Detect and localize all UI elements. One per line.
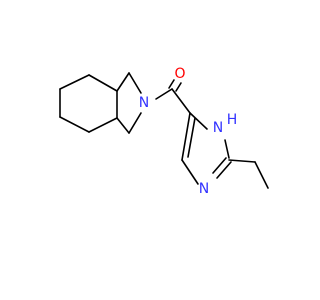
bond bbox=[116, 117, 130, 134]
bond bbox=[59, 116, 90, 133]
bond bbox=[59, 74, 90, 90]
pyrrolidine-ring bbox=[116, 72, 142, 134]
bond bbox=[189, 112, 208, 130]
double-bond bbox=[212, 157, 227, 174]
bond bbox=[181, 159, 199, 185]
ring-nitrogen-label: N bbox=[139, 95, 149, 111]
bond bbox=[254, 161, 269, 189]
bond bbox=[228, 159, 256, 163]
bond bbox=[171, 88, 191, 114]
bond bbox=[116, 72, 130, 92]
double-bond bbox=[175, 82, 182, 92]
chemical-structure-diagram: N O N H N bbox=[59, 66, 269, 197]
double-bond bbox=[168, 79, 175, 89]
bond bbox=[128, 112, 142, 134]
amide-group bbox=[155, 79, 191, 114]
carbonyl-oxygen-label: O bbox=[174, 66, 185, 82]
imidazole-nitrogen-label: N bbox=[199, 181, 209, 197]
double-bond bbox=[187, 117, 196, 158]
bond bbox=[88, 117, 118, 133]
double-bond bbox=[216, 161, 232, 179]
imidazole-hydrogen-label: H bbox=[227, 112, 238, 128]
imidazole-ring bbox=[181, 112, 232, 185]
cyclopentane-ring bbox=[59, 74, 118, 133]
imidazole-nh-nitrogen-label: N bbox=[213, 120, 223, 136]
bond bbox=[128, 72, 142, 94]
bond bbox=[88, 74, 118, 92]
bond bbox=[224, 139, 230, 159]
bond bbox=[155, 88, 173, 100]
bond bbox=[181, 112, 191, 161]
ethyl-group bbox=[228, 159, 269, 189]
